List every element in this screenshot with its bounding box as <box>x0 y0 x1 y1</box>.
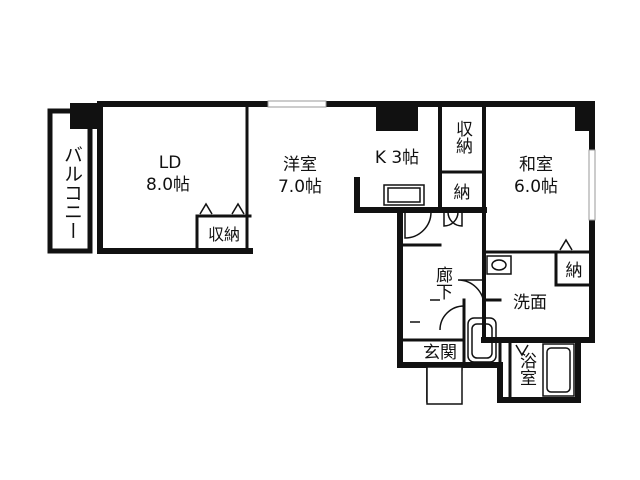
doors <box>199 202 573 405</box>
washitsu-size: 6.0帖 <box>514 177 558 197</box>
yoshitsu-size: 7.0帖 <box>278 177 322 197</box>
hallway-label: 廊下 <box>432 266 453 300</box>
closet-washitsu-label: 納 <box>566 261 583 281</box>
window <box>588 149 596 221</box>
closet-upper-label: 収納 <box>452 120 473 155</box>
column <box>70 103 100 129</box>
washbasin <box>486 255 512 275</box>
yoshitsu-name: 洋室 <box>283 155 317 175</box>
washroom-label: 洗面 <box>513 293 547 313</box>
toilet <box>467 317 497 363</box>
bathroom-label: 浴室 <box>516 352 537 386</box>
ld-size: 8.0帖 <box>146 175 190 195</box>
closet-small-label: 納 <box>454 183 471 203</box>
labels: バルコニー LD 8.0帖 洋室 7.0帖 K 3帖 和室 6.0帖 収納 収納… <box>61 120 583 386</box>
washitsu-name: 和室 <box>519 155 553 175</box>
kitchen-counter <box>383 184 425 206</box>
column <box>575 103 593 131</box>
column <box>376 103 418 131</box>
closet-ld-label: 収納 <box>208 225 240 244</box>
window <box>267 100 327 108</box>
bathtub <box>542 343 575 397</box>
kitchen-label: K 3帖 <box>375 148 419 168</box>
fixtures <box>383 184 575 397</box>
ld-name: LD <box>159 153 182 173</box>
entrance-label: 玄関 <box>423 343 457 363</box>
interior-walls <box>195 102 594 402</box>
balcony-label: バルコニー <box>61 145 83 240</box>
